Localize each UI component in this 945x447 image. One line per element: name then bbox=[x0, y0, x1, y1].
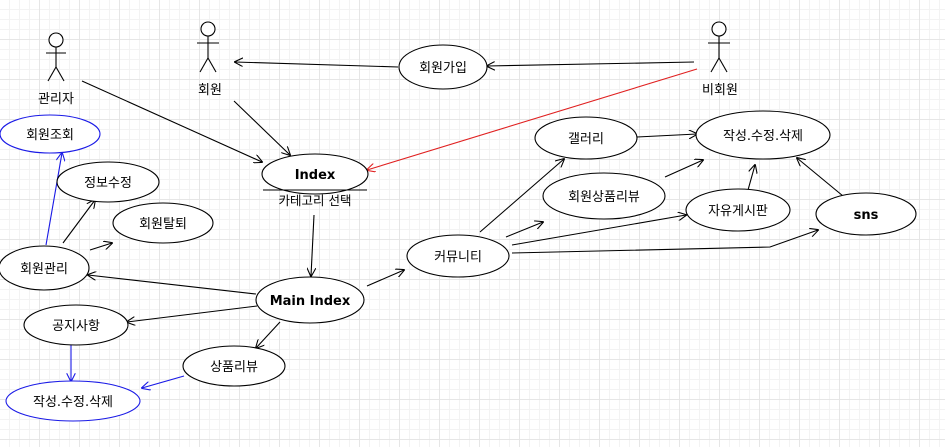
stick-figure-icon bbox=[197, 21, 219, 73]
actor-member: 회원 bbox=[197, 21, 222, 98]
use-case-edit-info[interactable]: 정보수정 bbox=[56, 161, 160, 203]
edge-main-index-to-notice bbox=[127, 305, 258, 322]
edge-community-to-gallery bbox=[479, 159, 564, 233]
use-case-withdraw-label: 회원탈퇴 bbox=[139, 217, 187, 232]
actor-guest-label: 비회원 bbox=[702, 83, 738, 98]
use-case-member-lookup[interactable]: 회원조회 bbox=[0, 114, 101, 154]
edge-index-to-main-index bbox=[311, 214, 314, 276]
actor-admin: 관리자 bbox=[38, 32, 74, 107]
stick-figure-icon bbox=[46, 32, 66, 82]
use-case-signup-label: 회원가입 bbox=[419, 61, 467, 76]
use-case-community-label: 커뮤니티 bbox=[434, 250, 482, 265]
edge-signup-to-member bbox=[235, 62, 399, 68]
edge-member-manage-to-withdraw bbox=[89, 243, 112, 251]
use-case-crud-left-label: 작성.수정.삭제 bbox=[33, 395, 113, 410]
use-case-gallery[interactable]: 갤러리 bbox=[534, 116, 638, 160]
edge-main-index-to-product-review bbox=[256, 321, 281, 348]
use-case-withdraw[interactable]: 회원탈퇴 bbox=[112, 202, 214, 244]
use-case-index-sub-label: 카테고리 선택 bbox=[279, 193, 352, 208]
use-case-product-review[interactable]: 상품리뷰 bbox=[182, 345, 286, 387]
use-case-signup[interactable]: 회원가입 bbox=[398, 44, 488, 90]
use-case-index[interactable]: Index 카테고리 선택 bbox=[261, 153, 369, 208]
edge-product-review-to-crud-left bbox=[142, 375, 185, 388]
use-case-crud-right[interactable]: 작성.수정.삭제 bbox=[695, 110, 831, 160]
actor-guest: 비회원 bbox=[702, 21, 738, 98]
use-case-edit-info-label: 정보수정 bbox=[84, 176, 132, 191]
edge-main-index-to-community bbox=[366, 270, 404, 287]
edge-gallery-to-crud-right bbox=[636, 134, 697, 137]
use-case-notice[interactable]: 공지사항 bbox=[23, 304, 129, 346]
edge-sns-to-crud-right bbox=[797, 158, 844, 197]
use-case-member-product-review-label: 회원상품리뷰 bbox=[568, 190, 640, 205]
use-case-member-manage[interactable]: 회원관리 bbox=[0, 245, 90, 291]
edge-admin-to-index bbox=[81, 80, 262, 162]
edge-free-board-to-crud-right bbox=[747, 165, 755, 191]
stick-figure-icon bbox=[708, 21, 730, 73]
use-case-free-board-label: 자유게시판 bbox=[708, 204, 768, 219]
use-case-main-index[interactable]: Main Index bbox=[255, 276, 365, 324]
actor-member-label: 회원 bbox=[198, 83, 222, 98]
edge-guest-to-signup bbox=[487, 62, 695, 66]
edge-member-manage-to-lookup bbox=[45, 153, 62, 246]
use-case-notice-label: 공지사항 bbox=[52, 319, 100, 334]
use-case-free-board[interactable]: 자유게시판 bbox=[685, 188, 791, 232]
use-case-main-index-label: Main Index bbox=[270, 294, 351, 309]
use-case-community[interactable]: 커뮤니티 bbox=[406, 234, 510, 278]
edges bbox=[45, 62, 844, 388]
use-case-sns-label: sns bbox=[854, 208, 879, 223]
edge-main-index-to-member-manage bbox=[88, 275, 257, 295]
use-case-index-label: Index bbox=[295, 168, 336, 183]
use-case-crud-right-label: 작성.수정.삭제 bbox=[723, 129, 803, 144]
edge-community-to-member-product-review bbox=[505, 222, 543, 238]
use-case-sns[interactable]: sns bbox=[815, 192, 917, 236]
use-case-crud-left[interactable]: 작성.수정.삭제 bbox=[5, 380, 141, 422]
edge-member-product-review-to-crud-right bbox=[664, 160, 703, 178]
edge-community-to-free-board bbox=[511, 215, 686, 246]
edge-member-manage-to-edit-info bbox=[62, 200, 95, 244]
edge-community-to-sns bbox=[511, 230, 818, 254]
use-case-member-manage-label: 회원관리 bbox=[20, 262, 68, 277]
use-case-gallery-label: 갤러리 bbox=[568, 132, 604, 147]
edge-member-to-index bbox=[233, 100, 290, 155]
use-case-product-review-label: 상품리뷰 bbox=[210, 360, 258, 375]
actor-admin-label: 관리자 bbox=[38, 92, 74, 107]
use-case-member-lookup-label: 회원조회 bbox=[26, 128, 74, 143]
use-case-member-product-review[interactable]: 회원상품리뷰 bbox=[542, 172, 666, 220]
edge-guest-to-index bbox=[367, 68, 698, 170]
